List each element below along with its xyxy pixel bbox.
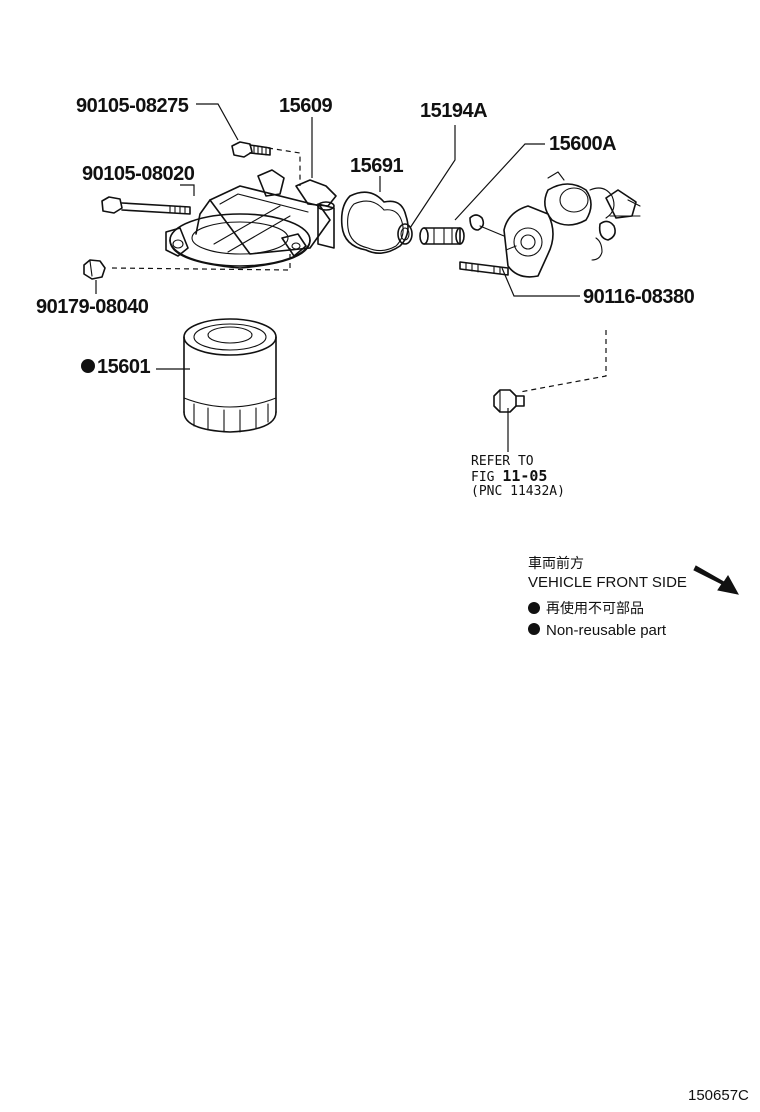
callout-15600a[interactable]: 15600A bbox=[549, 133, 617, 155]
vehicle-front-arrow-icon bbox=[693, 565, 739, 595]
leader-15194a bbox=[409, 125, 456, 229]
legend: 車両前方 VEHICLE FRONT SIDE 再使用不可部品 Non-reus… bbox=[528, 555, 739, 639]
leader-lines bbox=[95, 103, 580, 452]
callout-90179-08040[interactable]: 90179-08040 bbox=[36, 296, 149, 318]
diagram-code: 150657C bbox=[688, 1087, 749, 1104]
refer-line-1: REFER TO bbox=[471, 454, 534, 469]
refer-fig-prefix: FIG bbox=[471, 470, 502, 485]
refer-line-2: FIG 11-05 bbox=[471, 467, 547, 485]
o-ring-icon bbox=[397, 223, 413, 245]
callout-15601[interactable]: 15601 bbox=[97, 356, 151, 378]
callout-15609[interactable]: 15609 bbox=[279, 95, 333, 117]
legend-bullet-en bbox=[528, 623, 540, 635]
leader-90116-08380 bbox=[501, 267, 580, 297]
legend-nonreuse-en: Non-reusable part bbox=[546, 622, 667, 639]
stud-bolt-icon bbox=[459, 261, 509, 276]
refer-fig-link[interactable]: 11-05 bbox=[502, 467, 547, 485]
legend-bullet-jp bbox=[528, 602, 540, 614]
legend-front-en: VEHICLE FRONT SIDE bbox=[528, 574, 687, 591]
callout-15691[interactable]: 15691 bbox=[350, 155, 404, 177]
callout-90105-08020[interactable]: 90105-08020 bbox=[82, 163, 195, 185]
callout-90105-08275[interactable]: 90105-08275 bbox=[76, 95, 189, 117]
leader-90105-08275 bbox=[196, 103, 239, 141]
non-reusable-marker-15601 bbox=[81, 359, 95, 373]
legend-nonreuse-jp: 再使用不可部品 bbox=[546, 600, 644, 617]
assembly-dashed-lines bbox=[111, 147, 607, 393]
plug-icon bbox=[83, 259, 106, 280]
leader-90105-08020 bbox=[180, 184, 195, 196]
callout-90116-08380[interactable]: 90116-08380 bbox=[583, 286, 695, 308]
bolt-short-icon bbox=[231, 141, 271, 158]
oil-filter-housing-icon bbox=[165, 169, 337, 269]
legend-front-jp: 車両前方 bbox=[528, 555, 584, 572]
oil-filter-icon bbox=[183, 318, 277, 433]
bolt-long-icon bbox=[101, 196, 191, 215]
engine-block-bracket-icon bbox=[469, 171, 641, 278]
leader-15600a bbox=[454, 143, 545, 221]
union-pipe-icon bbox=[419, 227, 465, 245]
gasket-icon bbox=[340, 191, 409, 254]
drain-bolt-icon bbox=[493, 389, 525, 413]
refer-line-3: (PNC 11432A) bbox=[471, 484, 565, 499]
callout-15194a[interactable]: 15194A bbox=[420, 100, 488, 122]
